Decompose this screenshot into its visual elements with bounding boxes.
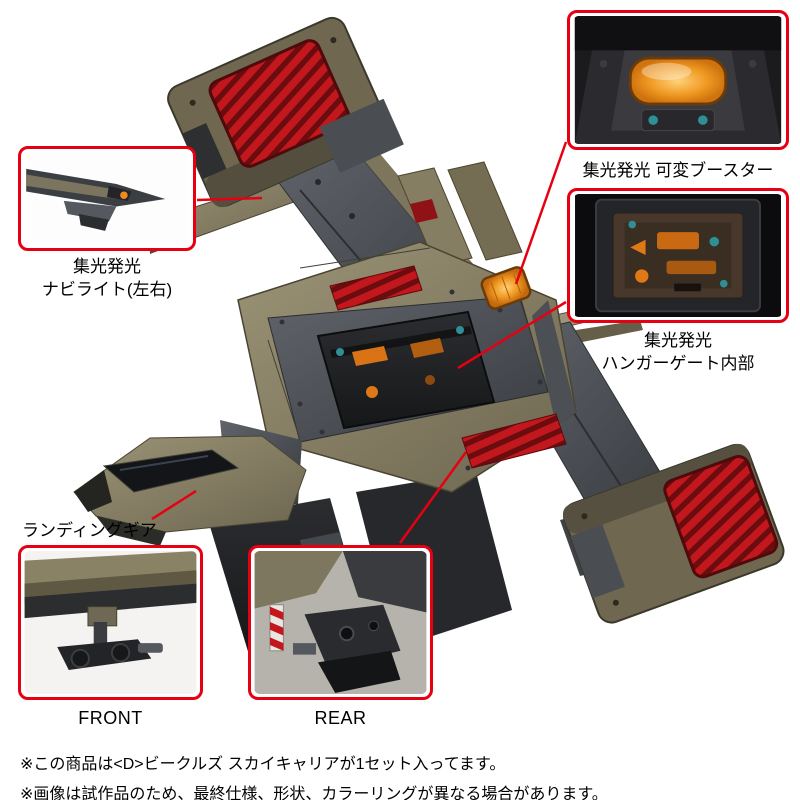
landing-gear-rear-detail-photo [254, 551, 427, 694]
note-prototype-disclaimer: ※画像は試作品のため、最終仕様、形状、カラーリングが異なる場合があります。 [20, 785, 608, 800]
landing-gear-label: ランディングギア [22, 521, 157, 540]
variable-booster-detail-photo [574, 16, 782, 144]
variable-booster-label-text: 集光発光 可変ブースター [582, 161, 774, 180]
disclaimer-notes: ※この商品は<D>ビークルズ スカイキャリアが1セット入ってます。 ※画像は試作… [20, 750, 608, 800]
booster-glow [628, 56, 728, 106]
callout-box-landing-gear-front [18, 545, 203, 700]
hangar-gate-detail-photo [575, 194, 781, 317]
callout-box-landing-gear-rear [248, 545, 433, 700]
wingtip-booster-rear [562, 443, 785, 624]
tail-fins [397, 161, 523, 267]
variable-booster-label: 集光発光 可変ブースター [567, 160, 789, 183]
rear-caption: REAR [314, 708, 367, 728]
hangar-gate-label-line1: 集光発光 [644, 331, 712, 350]
callout-box-variable-booster [567, 10, 789, 150]
front-caption: FRONT [78, 708, 143, 728]
nav-light-label: 集光発光 ナビライト(左右) [18, 256, 196, 302]
nav-light-detail-photo [26, 152, 188, 245]
nose-section [73, 420, 307, 546]
nav-light-label-line2: ナビライト(左右) [41, 279, 173, 299]
nav-light-glow [120, 191, 128, 199]
callout-box-hangar-gate [567, 188, 789, 323]
canopy [102, 449, 240, 493]
wingtip-booster-front [167, 16, 404, 208]
hangar-gate-opening [316, 310, 496, 430]
callout-box-nav-light [18, 146, 196, 251]
hangar-gate-label: 集光発光 ハンガーゲート内部 [567, 330, 789, 376]
nav-light-label-line1: 集光発光 [73, 257, 141, 276]
hangar-gate-label-line2: ハンガーゲート内部 [601, 353, 755, 373]
landing-gear-front-detail-photo [24, 551, 197, 694]
note-set-contents: ※この商品は<D>ビークルズ スカイキャリアが1セット入ってます。 [20, 756, 506, 773]
red-vent-strips [329, 265, 567, 469]
